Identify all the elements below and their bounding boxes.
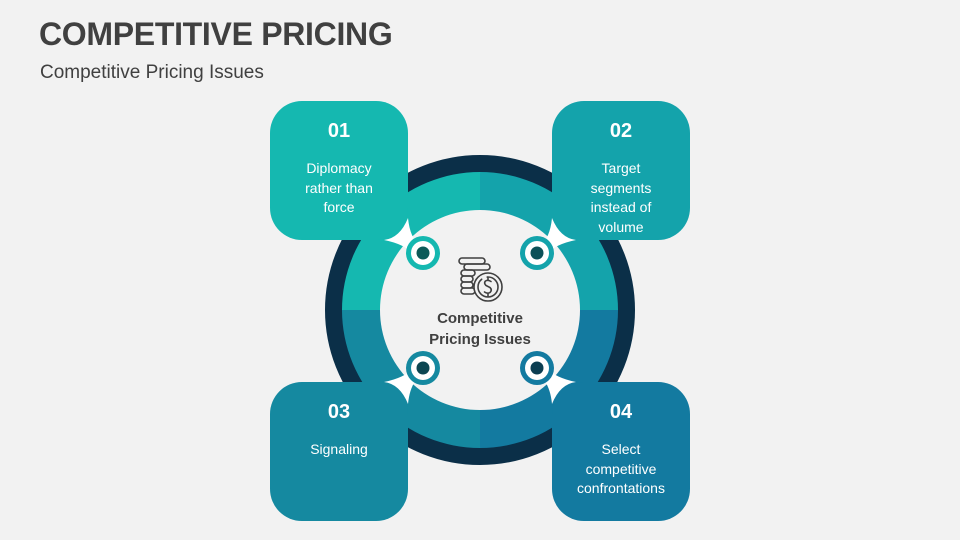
slide-title: COMPETITIVE PRICING bbox=[39, 16, 393, 52]
center-label-line1: Competitive bbox=[437, 310, 523, 327]
connector-3 bbox=[406, 351, 440, 385]
card-text: Diplomacy rather than force bbox=[305, 160, 373, 215]
card-number: 01 bbox=[327, 120, 351, 142]
card-text: Target segments instead of volume bbox=[590, 160, 652, 235]
coin-stack-dollar-icon bbox=[458, 257, 503, 302]
card-text: Select competitive confrontations bbox=[577, 441, 665, 496]
ring-segment-3 bbox=[342, 310, 480, 448]
connector-4 bbox=[520, 351, 554, 385]
card-number: 02 bbox=[609, 120, 633, 142]
connector-2 bbox=[520, 236, 554, 270]
outer-ring bbox=[325, 155, 635, 465]
slide-subtitle: Competitive Pricing Issues bbox=[40, 62, 264, 83]
center-label: Competitive Pricing Issues bbox=[400, 308, 560, 350]
connector-1 bbox=[406, 236, 440, 270]
ring-segment-2 bbox=[480, 172, 618, 310]
card-number: 03 bbox=[327, 401, 351, 423]
card-item-2: 02 Target segments instead of volume bbox=[552, 101, 690, 240]
card-text: Signaling bbox=[310, 441, 368, 457]
card-number: 04 bbox=[609, 401, 633, 423]
ring-segment-4 bbox=[480, 310, 618, 448]
card-item-1: 01 Diplomacy rather than force bbox=[270, 101, 408, 240]
card-item-3: 03 Signaling bbox=[270, 382, 408, 521]
card-item-4: 04 Select competitive confrontations bbox=[552, 382, 690, 521]
center-label-line2: Pricing Issues bbox=[429, 331, 531, 348]
ring-segment-1 bbox=[342, 172, 480, 310]
